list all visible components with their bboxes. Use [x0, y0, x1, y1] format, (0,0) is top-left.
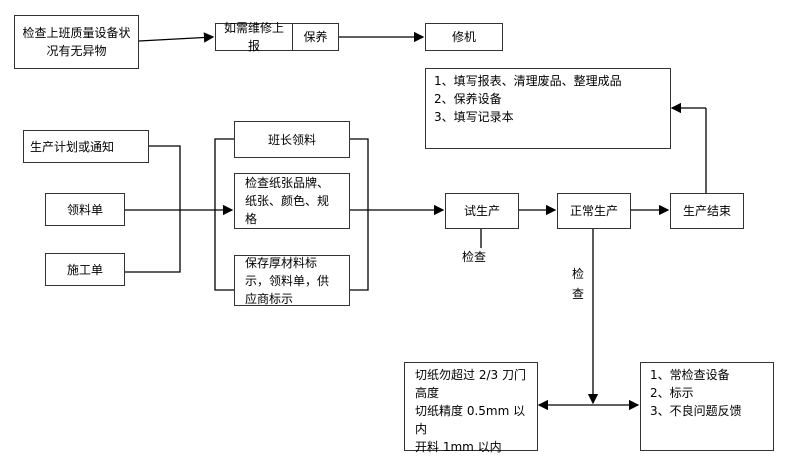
label-inspect-trial: 检查	[462, 248, 487, 265]
node-trial: 试生产	[445, 193, 519, 229]
bracket-material-left	[214, 138, 234, 291]
node-repair: 修机	[425, 23, 503, 51]
list-item: 2、标示	[650, 386, 694, 400]
node-keep-labels: 保存厚材料标示，领料单，供应商标示	[234, 255, 350, 306]
node-label: 班长领料	[267, 132, 316, 147]
bracket-inputs	[125, 145, 181, 273]
node-leader-pick: 班长领料	[234, 121, 350, 158]
list-item: 1、填写报表、清理废品、整理成品	[434, 74, 622, 88]
node-work-order: 施工单	[45, 253, 125, 286]
list-item: 3、不良问题反馈	[650, 404, 742, 418]
node-label: 生产结束	[682, 204, 731, 218]
node-label: 正常生产	[569, 204, 618, 218]
list-item: 2、保养设备	[434, 92, 502, 106]
node-label: 试生产	[463, 204, 500, 218]
list-item: 开料 1mm 以内	[415, 440, 502, 454]
node-label: 领料单	[66, 202, 103, 217]
node-pick-list: 领料单	[45, 193, 125, 226]
node-label: 保养	[303, 30, 328, 44]
list-item: 1、常检查设备	[650, 368, 730, 382]
arrow-check-to-report	[138, 32, 215, 43]
node-report-repair: 如需维修上报	[215, 21, 293, 53]
bracket-material-right	[349, 138, 369, 291]
node-label: 检查纸张品牌、纸张、颜色、规格	[245, 176, 330, 226]
node-label: 如需维修上报	[223, 21, 284, 53]
node-maintain: 保养	[292, 23, 339, 51]
node-check-shift: 检查上班质量设备状况有无异物	[14, 15, 139, 69]
node-label: 保存厚材料标示，领料单，供应商标示	[245, 255, 330, 306]
node-routine: 1、常检查设备 2、标示 3、不良问题反馈	[640, 362, 774, 451]
node-end-tasks: 1、填写报表、清理废品、整理成品 2、保养设备 3、填写记录本	[425, 68, 671, 149]
node-cut-rules: 切纸勿超过 2/3 刀门高度 切纸精度 0.5mm 以内 开料 1mm 以内	[404, 362, 538, 454]
node-plan: 生产计划或通知	[23, 130, 149, 163]
node-label: 修机	[451, 30, 476, 44]
node-label: 生产计划或通知	[30, 139, 115, 154]
node-normal: 正常生产	[557, 193, 631, 229]
node-label: 施工单	[66, 262, 103, 277]
list-item: 3、填写记录本	[434, 110, 514, 124]
node-finish: 生产结束	[670, 193, 744, 229]
label-inspect-normal: 检查	[572, 264, 585, 304]
list-item: 切纸精度 0.5mm 以内	[415, 404, 526, 436]
list-item: 切纸勿超过 2/3 刀门高度	[415, 368, 526, 400]
node-label: 检查上班质量设备状况有无异物	[22, 26, 131, 58]
node-check-paper: 检查纸张品牌、纸张、颜色、规格	[234, 173, 350, 229]
